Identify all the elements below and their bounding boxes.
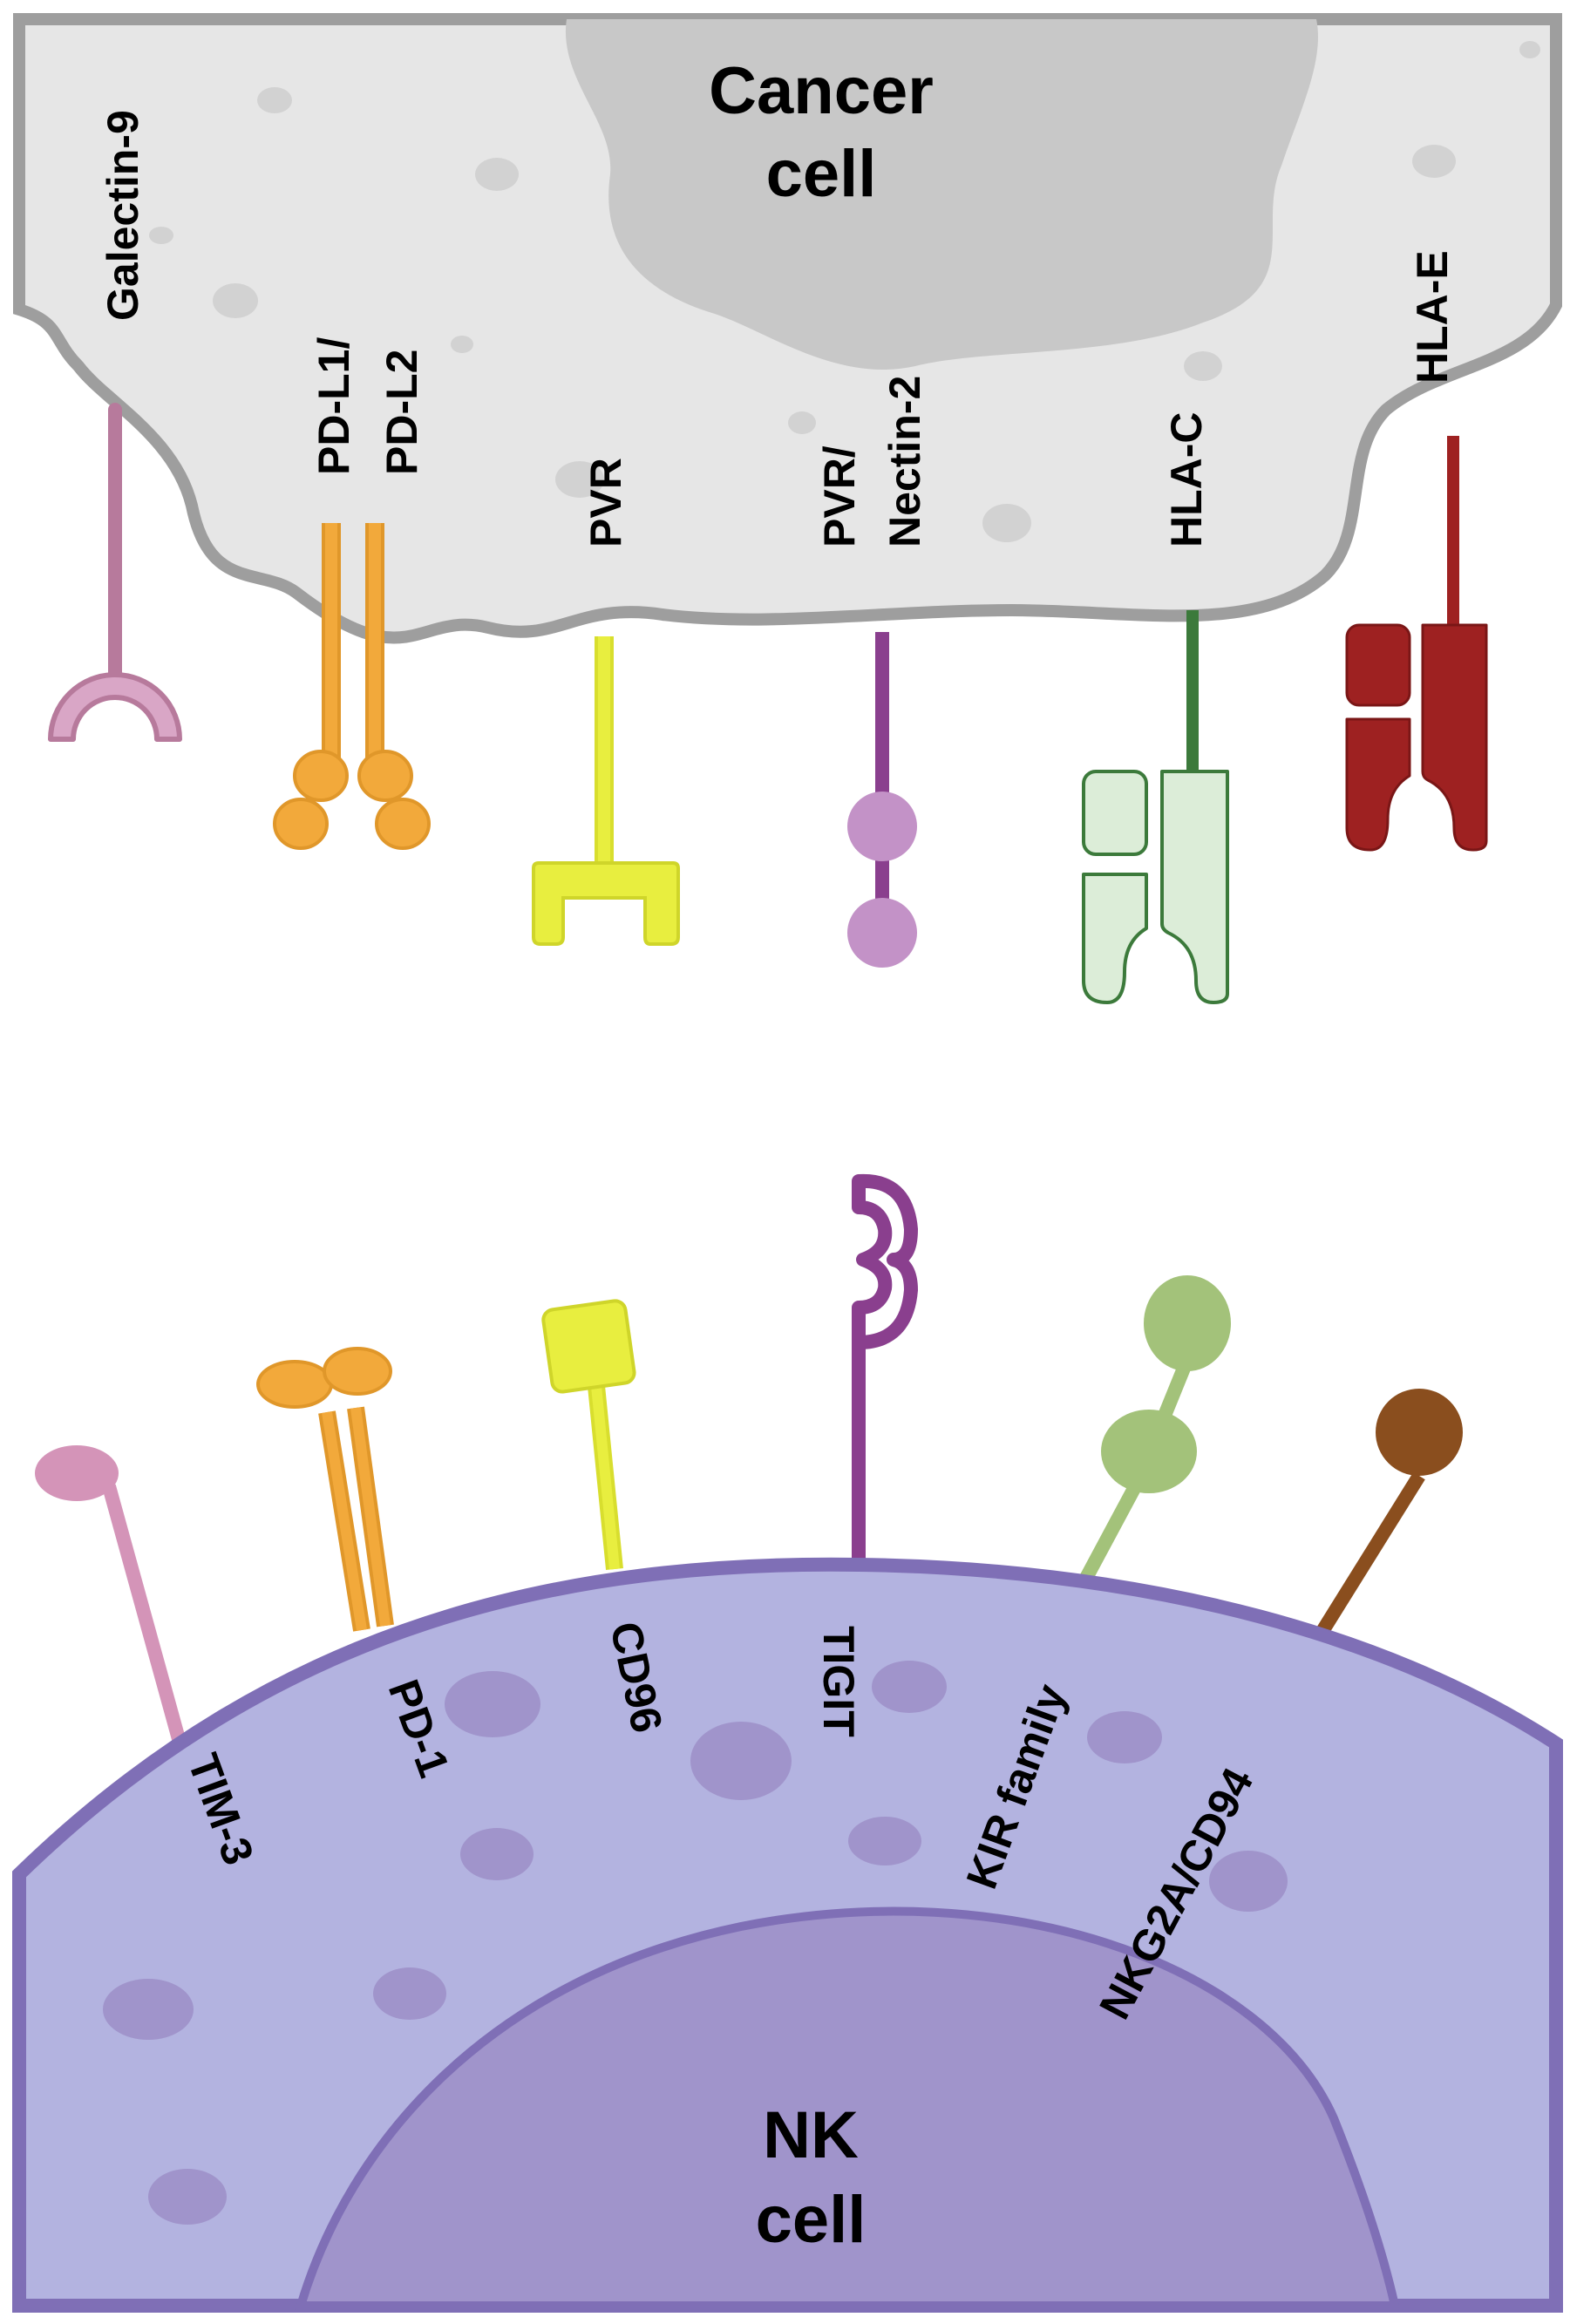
cancer-cell: Cancer cell	[13, 13, 1562, 644]
cancer-cell-granules	[149, 41, 1540, 542]
nk-cell-title-line2: cell	[756, 2183, 867, 2257]
pvr-nectin-label-line1: PVR/	[815, 445, 864, 547]
pdl1-label: PD-L1/	[309, 337, 358, 475]
pvr-nectin2-ligand: PVR/ Nectin-2	[815, 376, 929, 968]
galectin9-ligand: Galectin-9	[48, 110, 182, 742]
cancer-cell-title-line1: Cancer	[709, 54, 934, 128]
pdl2-label: PD-L2	[377, 350, 426, 475]
pvr-ligand: PVR	[532, 458, 680, 946]
hlac-label: HLA-C	[1162, 411, 1211, 547]
tigit-label: TIGIT	[814, 1626, 863, 1737]
nk-cell-title-line1: NK	[763, 2098, 859, 2172]
galectin9-label: Galectin-9	[99, 110, 147, 321]
cancer-cell-title-line2: cell	[766, 137, 877, 211]
cancer-cell-nucleus	[565, 19, 1318, 370]
hlae-label: HLA-E	[1408, 250, 1457, 384]
nk-cell: NK cell	[12, 1557, 1563, 2313]
hlae-ligand: HLA-E	[1345, 250, 1488, 852]
pvr-nectin-label-line2: Nectin-2	[880, 376, 929, 547]
nk-cell-granules	[103, 1661, 1288, 2225]
pd1-receptor	[256, 1347, 394, 1632]
kir-receptor	[1065, 1275, 1231, 1607]
pdl1-pdl2-ligand: PD-L1/ PD-L2	[273, 337, 431, 850]
tigit-receptor	[852, 1173, 918, 1560]
tim3-receptor	[35, 1445, 186, 1742]
nk-cell-nucleus	[295, 1906, 1401, 2310]
pvr-label: PVR	[581, 458, 630, 547]
hlac-ligand: HLA-C	[1082, 411, 1229, 1004]
cd96-receptor	[541, 1299, 636, 1570]
